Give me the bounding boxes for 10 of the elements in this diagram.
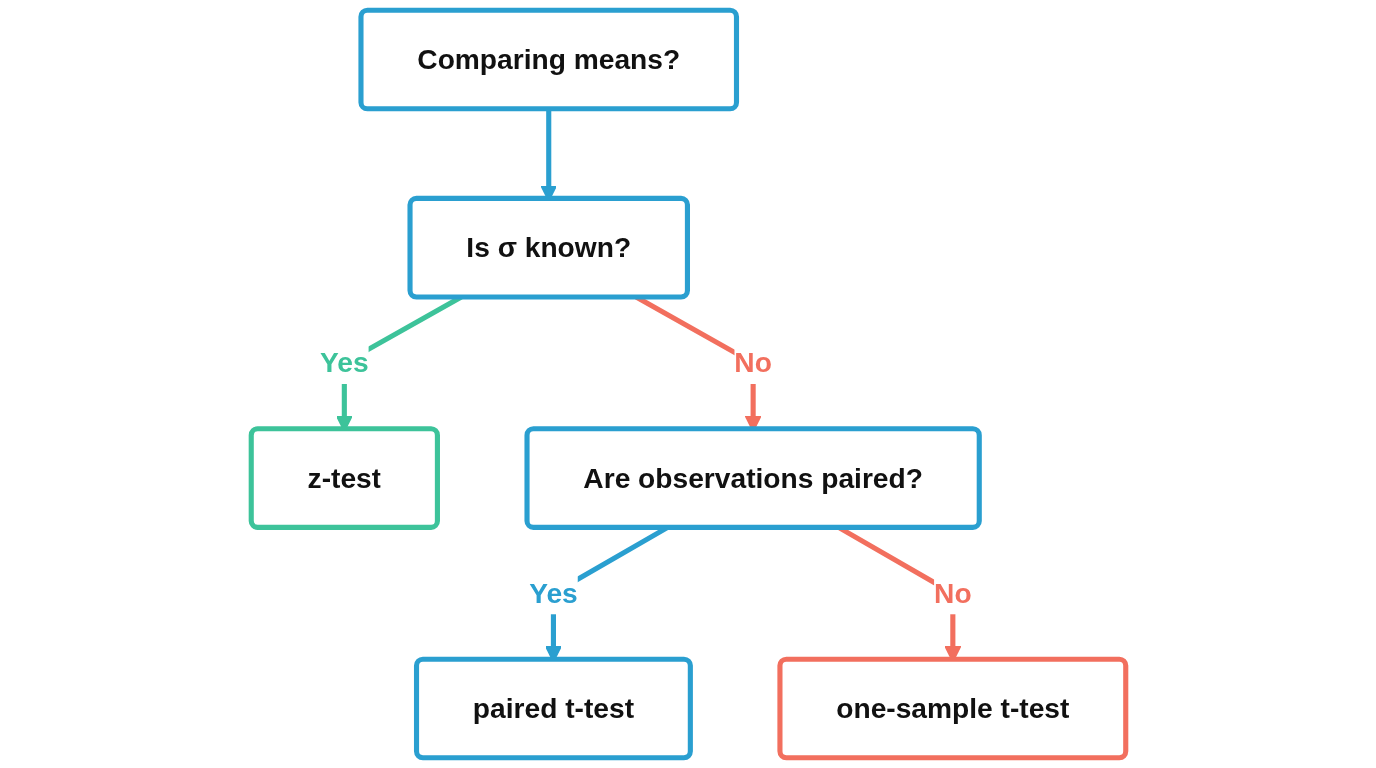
node-box: one-sample t-test [776, 656, 1128, 761]
node-box: Comparing means? [357, 7, 739, 112]
edge-label: No [933, 577, 972, 610]
node-box: Is σ known? [406, 195, 690, 300]
edge-label: Yes [528, 577, 578, 610]
node-box: z-test [248, 426, 440, 530]
node-box: paired t-test [413, 656, 693, 761]
edge-label: No [733, 346, 772, 379]
edge-label: Yes [319, 346, 369, 379]
node-box: Are observations paired? [523, 426, 982, 530]
